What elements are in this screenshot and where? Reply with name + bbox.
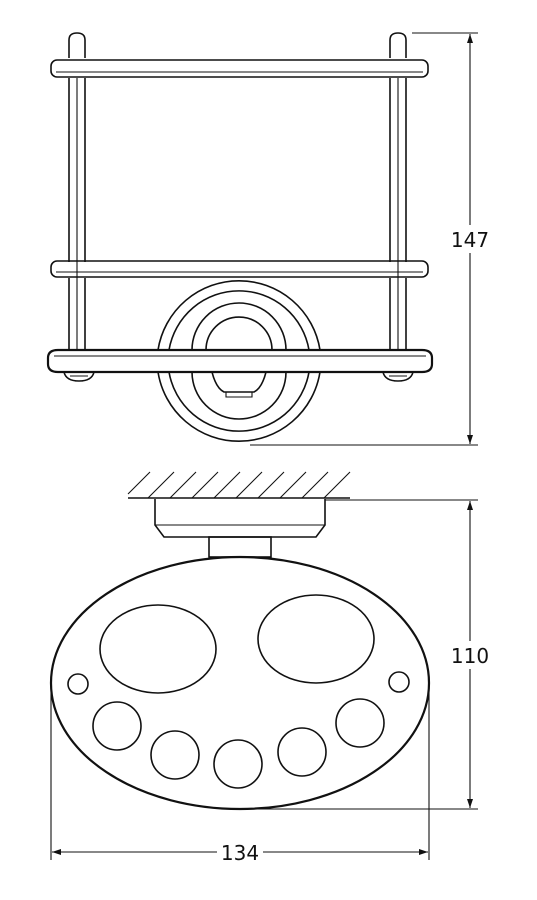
brush-hole-5 <box>335 698 385 748</box>
brush-hole-4 <box>277 727 327 777</box>
left-rod <box>68 32 86 350</box>
oval-tray <box>49 555 431 811</box>
mount-hole-right <box>388 671 410 693</box>
right-foot <box>382 371 414 382</box>
front-view <box>46 32 434 442</box>
right-rod <box>389 32 407 350</box>
height-dimension-bottom: 110 <box>240 499 492 810</box>
brush-hole-2 <box>150 730 200 780</box>
left-foot <box>63 371 95 382</box>
dimension-label-110: 110 <box>451 644 489 668</box>
large-hole-left <box>99 604 217 694</box>
dimension-label-147: 147 <box>451 228 489 252</box>
dimension-label-134: 134 <box>221 841 259 865</box>
base-plate <box>46 348 434 374</box>
large-hole-right <box>257 594 375 684</box>
wall-hatching <box>127 471 351 499</box>
brush-hole-1 <box>92 701 142 751</box>
top-rail <box>50 59 429 78</box>
height-dimension-top: 147 <box>250 32 492 446</box>
plan-view <box>49 471 431 811</box>
wall-rosette <box>157 280 321 442</box>
mount-hole-left <box>67 673 89 695</box>
wall-bracket <box>154 499 326 558</box>
middle-rail <box>50 260 429 278</box>
width-dimension: 134 <box>50 690 430 865</box>
brush-hole-3 <box>213 739 263 789</box>
